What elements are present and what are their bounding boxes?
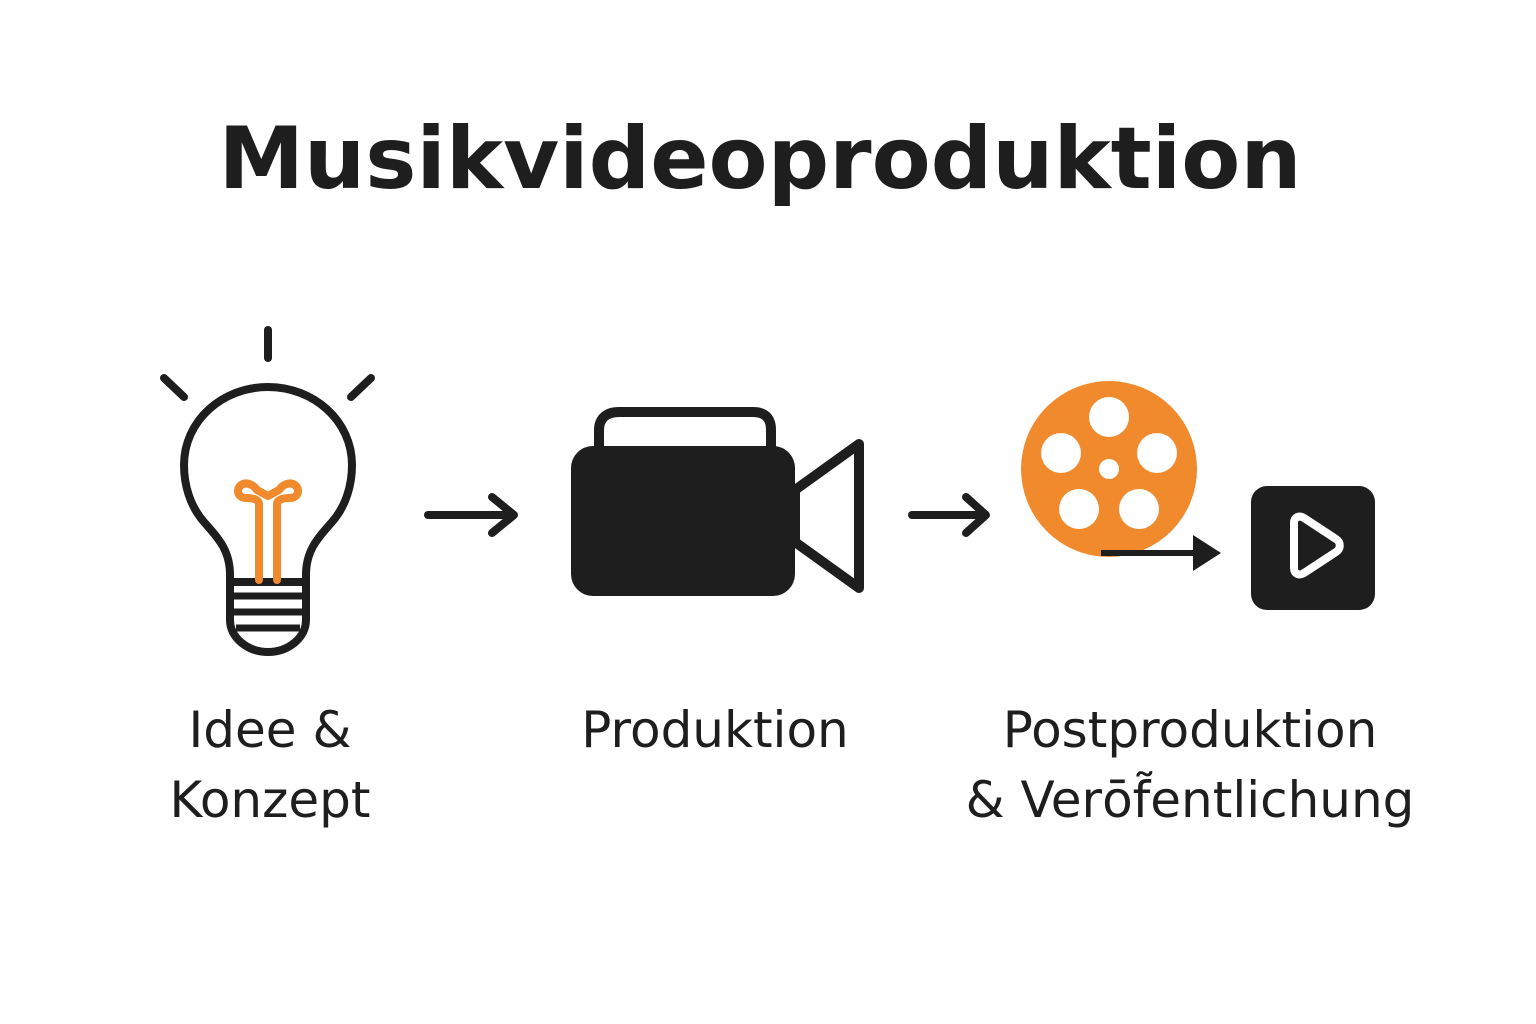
step-label-postproduction: Postproduktion & Verōf̃entlichung bbox=[930, 695, 1450, 835]
step-label-idea: Idee & Konzept bbox=[120, 695, 420, 835]
label-line: Idee & bbox=[188, 701, 352, 759]
play-button-icon bbox=[1251, 486, 1375, 610]
label-line: & Verōf̃entlichung bbox=[965, 771, 1415, 829]
camera-handle bbox=[594, 407, 776, 450]
light-ray bbox=[347, 374, 375, 401]
camera-lens bbox=[790, 439, 864, 593]
label-line: Konzept bbox=[169, 771, 371, 829]
light-ray bbox=[160, 374, 188, 401]
arrow-right-icon bbox=[1101, 535, 1221, 571]
camera-body bbox=[571, 446, 795, 596]
filament bbox=[234, 479, 302, 584]
video-camera-icon bbox=[571, 407, 864, 596]
label-line: Postproduktion bbox=[1002, 701, 1378, 759]
arrow-right-icon bbox=[424, 493, 518, 537]
bulb-outline bbox=[180, 383, 356, 582]
lightbulb-icon bbox=[160, 326, 375, 656]
arrow-right-icon bbox=[908, 493, 990, 537]
label-line: Produktion bbox=[581, 701, 849, 759]
page-title: Musikvideoproduktion bbox=[218, 109, 1302, 209]
film-reel-icon bbox=[1021, 381, 1221, 571]
bulb-base bbox=[226, 578, 310, 656]
step-label-production: Produktion bbox=[545, 695, 885, 765]
